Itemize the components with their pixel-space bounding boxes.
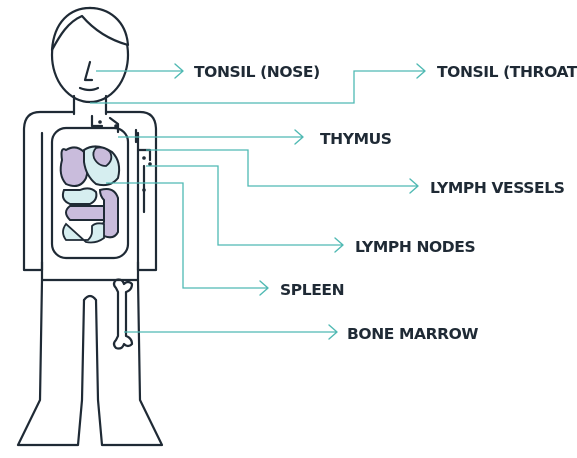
- leader-lymph-vessels: [146, 150, 418, 186]
- label-bone-marrow: BONE MARROW: [347, 325, 478, 343]
- head: [52, 8, 128, 114]
- labels: TONSIL (NOSE) TONSIL (THROAT) THYMUS LYM…: [194, 63, 577, 343]
- femur-bone: [114, 280, 132, 349]
- leader-lines: [90, 64, 425, 339]
- label-tonsil-throat: TONSIL (THROAT): [437, 63, 577, 81]
- label-lymph-vessels: LYMPH VESSELS: [430, 179, 565, 197]
- leader-spleen: [106, 183, 268, 288]
- legs: [18, 280, 162, 445]
- leader-lymph-nodes: [146, 166, 343, 245]
- label-spleen: SPLEEN: [280, 281, 344, 299]
- label-tonsil-nose: TONSIL (NOSE): [194, 63, 320, 81]
- label-thymus: THYMUS: [320, 130, 392, 148]
- label-lymph-nodes: LYMPH NODES: [355, 238, 475, 256]
